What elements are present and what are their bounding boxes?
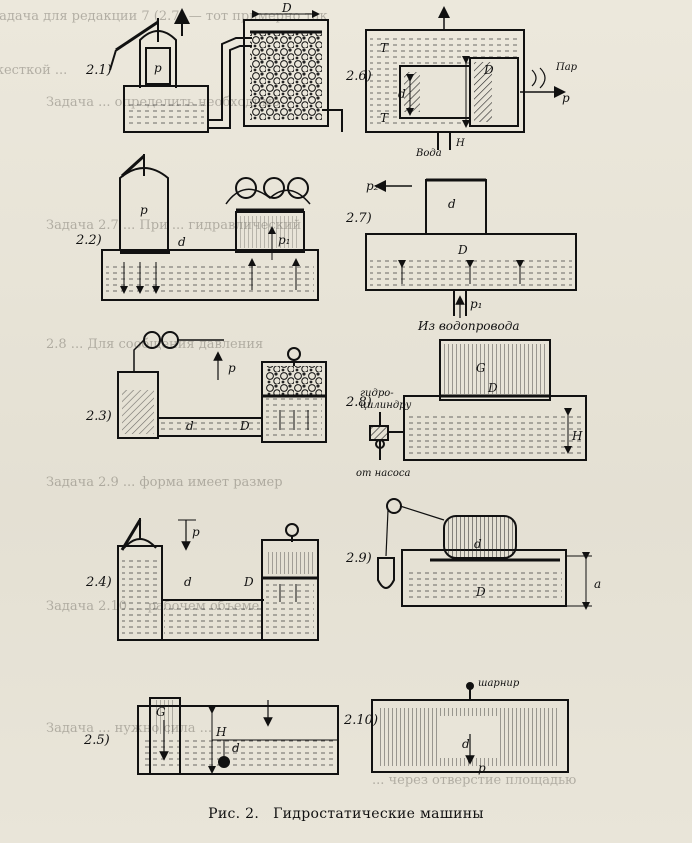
diameter-label: D [239, 419, 250, 433]
steam-label: Пар [555, 62, 578, 73]
diameter-label: d [448, 197, 456, 211]
bleed-through-text: Задача 2.7 ... При ... гидравлический [46, 218, 302, 233]
diameter-label: d [398, 87, 406, 101]
figure-2-4 [117, 518, 319, 641]
figure-2-2 [101, 154, 319, 301]
diameter-label: D [487, 381, 498, 395]
pressure-label: p₂ [366, 179, 379, 193]
pressure-label: p [140, 203, 148, 217]
height-label: H [455, 138, 465, 149]
pressure-label: p [562, 91, 570, 105]
water-label: Вода [415, 148, 442, 159]
diameter-label: d [232, 741, 240, 755]
force-label: p [192, 525, 200, 539]
figure-caption: Рис. 2. Гидростатические машины [0, 806, 692, 822]
t-label: T [380, 111, 389, 125]
diameter-label: d [474, 537, 482, 551]
force-label: p₁ [278, 233, 291, 247]
figure-number: 2.8) [345, 395, 372, 410]
figure-2-1 [109, 8, 343, 133]
pressure-label: p [478, 761, 486, 775]
figure-number: 2.7) [345, 211, 372, 226]
figure-number: 2.2) [75, 233, 102, 248]
diameter-label: D [243, 575, 254, 589]
figure-2-9 [377, 498, 592, 610]
figure-number: 2.9) [345, 551, 372, 566]
hinge-label: шарнир [478, 678, 520, 689]
pressure-label: p₁ [470, 297, 483, 311]
figure-number: 2.10) [343, 713, 378, 728]
pressure-label: p [154, 61, 162, 75]
t-label: T [380, 41, 389, 55]
figure-2-10 [371, 682, 569, 773]
diameter-label: d [178, 235, 186, 249]
dimension-label: a [594, 577, 601, 591]
diameter-label: D [457, 243, 468, 257]
figure-2-8 [369, 339, 587, 461]
bleed-through-text: ... через отверстие площадью [372, 773, 577, 788]
diameter-label: d [462, 737, 470, 751]
hydro-label-2: цилиндру [360, 400, 412, 411]
figure-number: 2.6) [345, 69, 372, 84]
figure-2-3 [117, 331, 327, 443]
pump-label: от насоса [356, 468, 410, 479]
weight-label: G [156, 705, 166, 719]
figure-2-6 [365, 6, 566, 150]
figure-number: 2.5) [83, 733, 110, 748]
diameter-label: d [186, 419, 194, 433]
diameter-label: D [483, 63, 494, 77]
bleed-through-text: жесткой ... [0, 63, 68, 78]
hydro-label: гидро- [360, 388, 394, 399]
diameter-label: d [184, 575, 192, 589]
figure-2-7 [365, 178, 577, 318]
water-source-label: Из водопровода [417, 319, 519, 333]
diameter-label: D [281, 1, 292, 15]
height-label: H [571, 429, 583, 443]
weight-label: G [476, 361, 486, 375]
figure-2-5 [137, 697, 339, 775]
figure-number: 2.3) [85, 409, 112, 424]
figure-caption-number: Рис. 2. [208, 806, 260, 822]
height-label: H [215, 725, 227, 739]
diameter-label: D [475, 585, 486, 599]
figure-number: 2.4) [85, 575, 112, 590]
figure-number: 2.1) [85, 63, 112, 78]
figure-caption-title: Гидростатические машины [273, 806, 484, 822]
bleed-through-text: Задача 2.9 ... форма имеет размер [46, 475, 283, 490]
force-label: p [228, 361, 236, 375]
